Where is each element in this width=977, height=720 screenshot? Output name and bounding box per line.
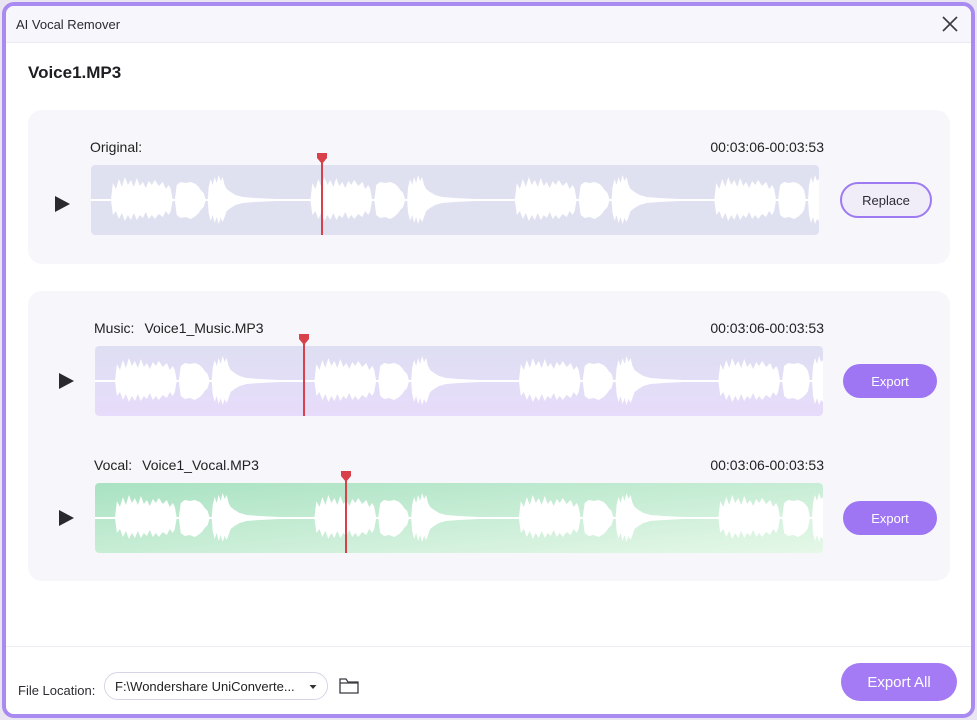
music-label: Music: Voice1_Music.MP3 xyxy=(94,320,264,336)
title-bar: AI Vocal Remover xyxy=(6,6,971,43)
vocal-track: Vocal: Voice1_Vocal.MP3 00:03:06-00:03:53… xyxy=(28,428,950,553)
vocal-play-button[interactable] xyxy=(56,508,76,528)
file-location-value: F:\Wondershare UniConverte... xyxy=(115,679,295,694)
music-export-button[interactable]: Export xyxy=(843,364,937,398)
music-track: Music: Voice1_Music.MP3 00:03:06-00:03:53… xyxy=(28,291,950,416)
replace-button[interactable]: Replace xyxy=(840,182,932,218)
play-icon xyxy=(59,510,74,526)
waveform-graphic xyxy=(95,346,823,416)
waveform-graphic xyxy=(91,165,819,235)
original-waveform[interactable] xyxy=(91,153,819,235)
play-icon xyxy=(55,196,70,212)
original-track: Original: 00:03:06-00:03:53 Replace xyxy=(28,110,950,235)
folder-icon xyxy=(339,678,359,694)
playhead-line xyxy=(321,159,323,235)
vocal-label: Vocal: Voice1_Vocal.MP3 xyxy=(94,457,259,473)
playhead-line xyxy=(303,340,305,416)
window-title: AI Vocal Remover xyxy=(16,17,121,32)
music-label-text: Music: xyxy=(94,320,135,336)
file-title: Voice1.MP3 xyxy=(28,63,122,82)
original-playhead[interactable] xyxy=(316,153,328,235)
open-folder-button[interactable] xyxy=(338,676,360,696)
vocal-waveform[interactable] xyxy=(95,471,823,553)
original-label: Original: xyxy=(90,139,143,155)
file-location-dropdown[interactable]: F:\Wondershare UniConverte... xyxy=(104,672,328,700)
footer-bar: File Location: F:\Wondershare UniConvert… xyxy=(6,646,971,714)
chevron-down-icon xyxy=(309,685,317,689)
separated-tracks-card: Music: Voice1_Music.MP3 00:03:06-00:03:53… xyxy=(28,291,950,581)
playhead-marker-icon xyxy=(299,334,309,345)
waveform-graphic xyxy=(95,483,823,553)
vocal-time-range: 00:03:06-00:03:53 xyxy=(710,457,824,473)
original-play-button[interactable] xyxy=(52,194,72,214)
music-play-button[interactable] xyxy=(56,371,76,391)
close-button[interactable] xyxy=(939,13,961,35)
original-time-range: 00:03:06-00:03:53 xyxy=(710,139,824,155)
play-icon xyxy=(59,373,74,389)
close-icon xyxy=(942,16,958,32)
file-location-label: File Location: xyxy=(18,683,96,698)
music-filename: Voice1_Music.MP3 xyxy=(144,320,264,336)
vocal-playhead[interactable] xyxy=(340,471,352,553)
original-track-card: Original: 00:03:06-00:03:53 Replace xyxy=(28,110,950,264)
music-playhead[interactable] xyxy=(298,334,310,416)
playhead-marker-icon xyxy=(341,471,351,482)
music-waveform[interactable] xyxy=(95,334,823,416)
vocal-export-button[interactable]: Export xyxy=(843,501,937,535)
vocal-filename: Voice1_Vocal.MP3 xyxy=(142,457,259,473)
vocal-label-text: Vocal: xyxy=(94,457,133,473)
export-all-button[interactable]: Export All xyxy=(841,663,957,701)
playhead-line xyxy=(345,477,347,553)
music-time-range: 00:03:06-00:03:53 xyxy=(710,320,824,336)
playhead-marker-icon xyxy=(317,153,327,164)
